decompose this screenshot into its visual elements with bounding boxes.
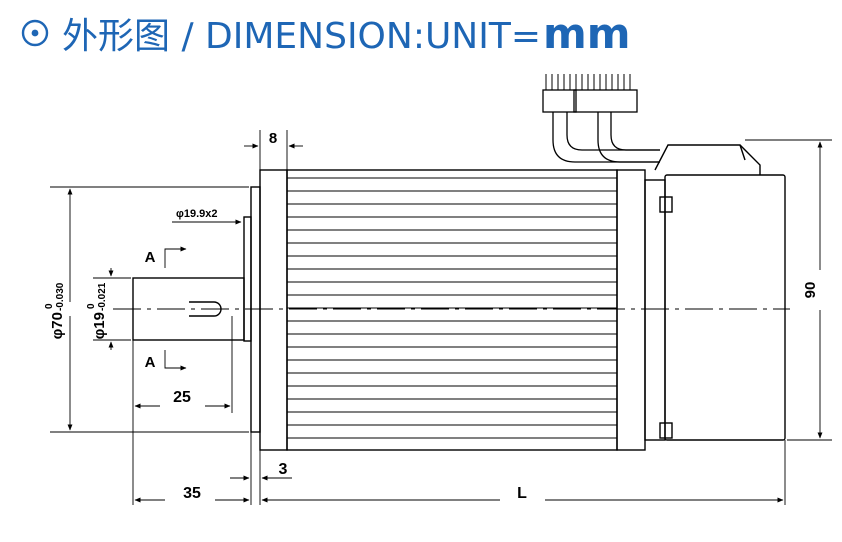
rear-screw-bottom — [659, 422, 673, 439]
front-flange — [250, 186, 261, 433]
motor-housing — [286, 169, 618, 451]
dim-shaft-tol-upper: 0 — [86, 303, 97, 309]
section-mark-top: A — [145, 249, 156, 266]
connector-left — [542, 89, 577, 113]
dim-height: 90 — [802, 282, 819, 299]
dimension-lines — [50, 130, 832, 505]
dim-shaft-diameter: φ19 — [91, 312, 108, 339]
page-title: 外形图 / DIMENSION:UNIT=mm — [20, 4, 631, 62]
housing-fins — [287, 177, 617, 439]
motor-cables — [542, 89, 660, 163]
circled-dot-icon — [20, 18, 50, 48]
section-mark-bottom: A — [145, 354, 156, 371]
front-end-cap — [259, 169, 288, 451]
dim-flange-thickness: 8 — [269, 130, 277, 147]
motor-outline — [132, 144, 786, 451]
dim-overall-length: L — [517, 485, 527, 502]
dim-shaft-length: 35 — [183, 485, 201, 502]
dim-flange-diameter: φ70 — [49, 312, 66, 339]
title-text: 外形图 / DIMENSION:UNIT= — [62, 16, 542, 57]
encoder-top-block — [654, 144, 761, 175]
dim-key-length: 25 — [173, 389, 191, 406]
rear-body — [644, 179, 666, 441]
dim-flange-tol-upper: 0 — [44, 303, 55, 309]
dim-pilot-depth: 3 — [279, 461, 288, 478]
connector-right — [573, 89, 638, 113]
title-unit: mm — [543, 8, 631, 58]
connector-pins — [545, 74, 631, 90]
rear-end-cap — [616, 169, 646, 451]
dim-shaft-tol-lower: -0.021 — [97, 282, 108, 311]
dim-flange-tol-lower: -0.030 — [55, 282, 66, 311]
rear-screw-top — [659, 196, 673, 213]
dim-pilot-diameter: φ19.9x2 — [176, 208, 218, 220]
pilot-boss — [243, 216, 252, 342]
encoder-cover — [664, 174, 786, 441]
